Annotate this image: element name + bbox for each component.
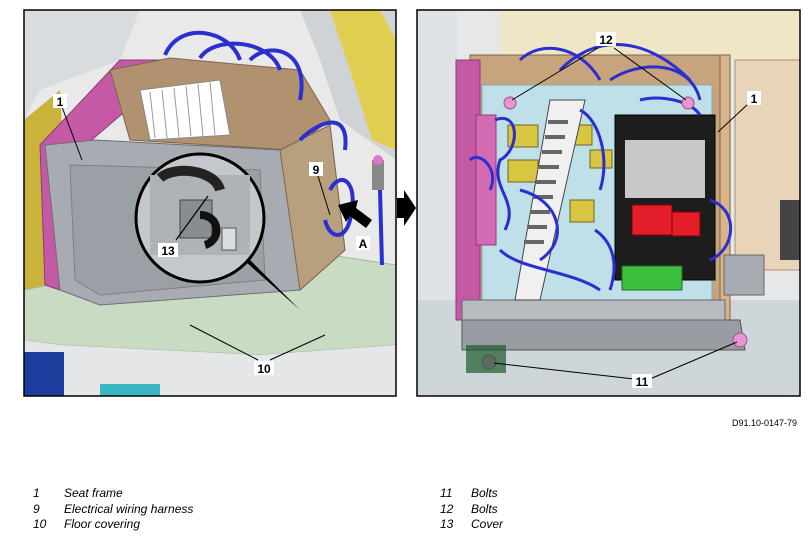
callout-11: 11 (636, 375, 649, 389)
left-panel: 1 9 A 13 10 (23, 9, 397, 397)
electrical-wiring-harness (163, 30, 384, 266)
green-relay (621, 265, 683, 291)
legend-item: 1 Seat frame (33, 486, 193, 502)
legend-text: Bolts (471, 486, 498, 500)
bolt-12-a (503, 96, 517, 110)
detail-magnifier-inset (134, 152, 266, 284)
legend-number: 12 (440, 501, 454, 516)
callout-9: 9 (313, 163, 320, 177)
bolt-11-b (732, 332, 748, 348)
red-relay (631, 204, 673, 236)
legend-number: 13 (440, 517, 454, 531)
legend-number: 9 (33, 501, 40, 516)
callout-a: A (359, 237, 368, 251)
legend-number: 11 (440, 486, 453, 500)
legend-item: 9 Electrical wiring harness (33, 502, 193, 518)
legend-text: Cover (471, 517, 504, 531)
callout-13: 13 (161, 244, 175, 258)
legend-item: 11 Bolts (440, 486, 503, 502)
legend-right: 11 Bolts 12 Bolts 13 Cover (440, 486, 503, 533)
legend-number: 1 (33, 486, 40, 500)
legend-text: Bolts (471, 501, 498, 516)
legend-text: Seat frame (64, 486, 123, 500)
legend-item: 10 Floor covering (33, 517, 193, 533)
right-panel: 12 1 11 (416, 9, 801, 397)
legend-number: 10 (33, 517, 47, 531)
callout-12: 12 (599, 33, 613, 47)
procedure-illustration: 1 9 A 13 10 (23, 9, 801, 397)
legend-text: Electrical wiring harness (64, 501, 194, 516)
legend-text: Floor covering (64, 517, 141, 531)
legend-left: 1 Seat frame 9 Electrical wiring harness… (33, 486, 193, 533)
legend-item: 13 Cover (440, 517, 503, 533)
direction-arrow-a (338, 200, 372, 228)
legend-item: 12 Bolts (440, 502, 503, 518)
bolt-12-b (681, 96, 695, 110)
transition-arrow (397, 190, 416, 226)
callout-1-left: 1 (57, 95, 64, 109)
figure-reference-code: D91.10-0147-79 (732, 418, 798, 428)
callout-10: 10 (257, 362, 271, 376)
callout-1-right: 1 (751, 92, 758, 106)
